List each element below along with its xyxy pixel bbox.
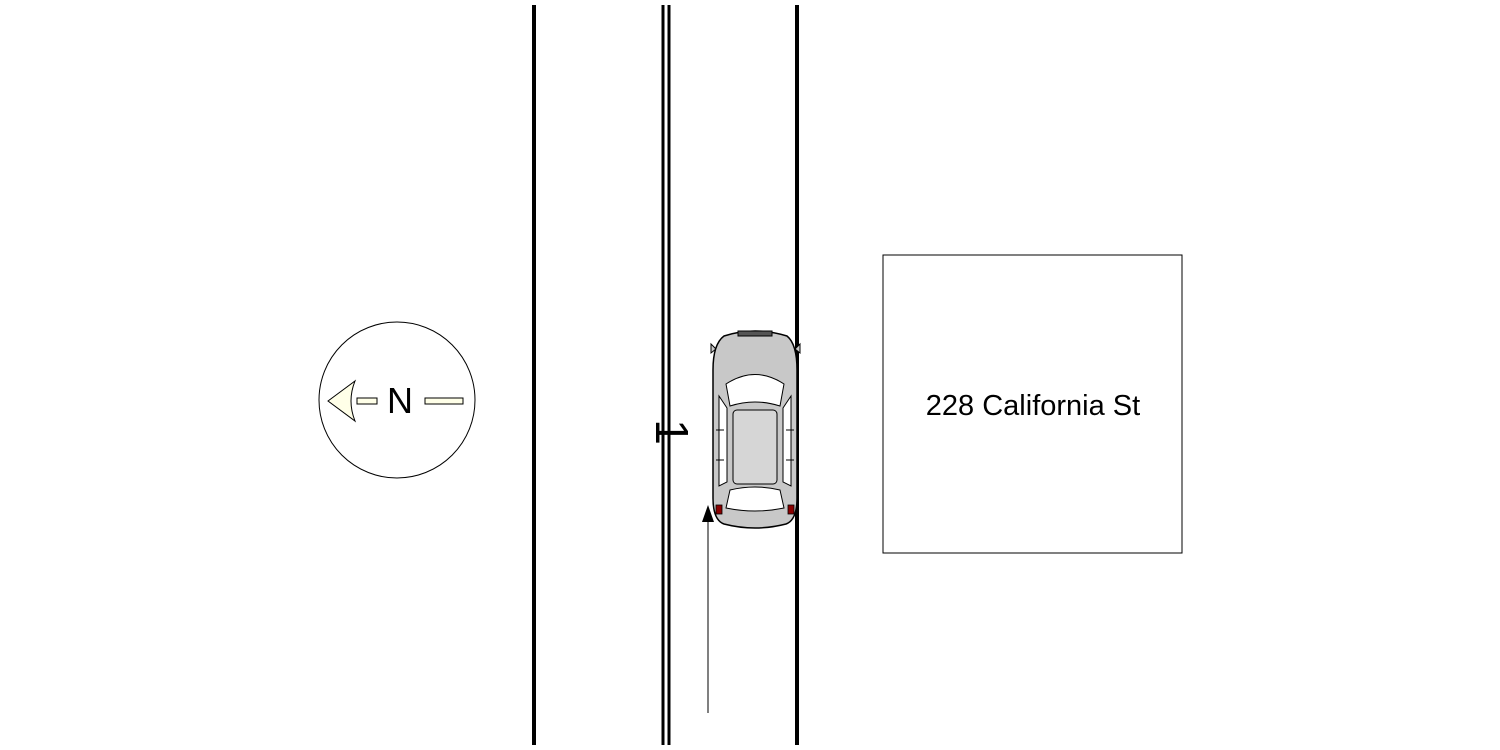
tail-light-right — [787, 504, 795, 515]
travel-direction-arrow — [702, 505, 714, 713]
compass-bar-left — [356, 397, 378, 405]
building: 228 California St — [882, 254, 1183, 554]
compass-bar-right — [424, 397, 464, 405]
compass-circle — [318, 321, 476, 479]
compass-label: N — [387, 380, 413, 421]
north-compass: N — [318, 321, 476, 479]
north-arrow-icon — [327, 379, 357, 423]
car-rear-window — [725, 486, 785, 512]
tail-light-left — [715, 504, 723, 515]
travel-arrow-head-icon — [702, 505, 714, 522]
building-address: 228 California St — [926, 390, 1140, 422]
car-windshield — [725, 374, 785, 407]
building-outline — [882, 254, 1183, 554]
lane-marker: 1 — [646, 419, 698, 445]
car-icon — [710, 330, 801, 529]
